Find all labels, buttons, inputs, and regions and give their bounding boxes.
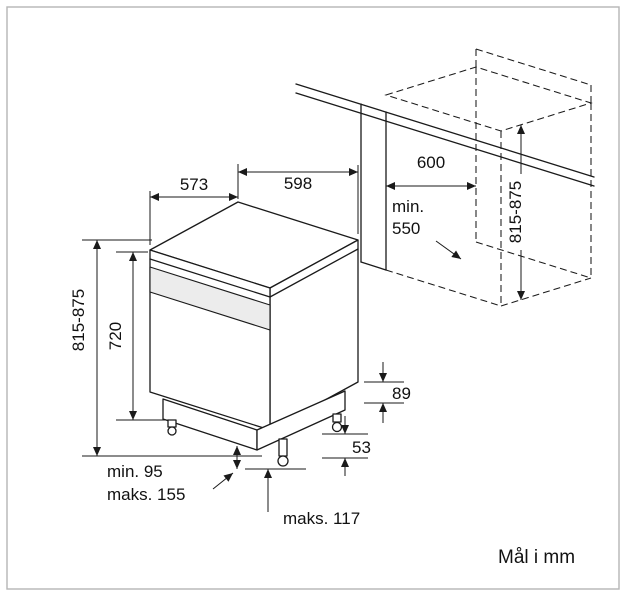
foot-left bbox=[167, 426, 177, 436]
diagram-border bbox=[6, 6, 620, 590]
dim-label-720: 720 bbox=[106, 322, 125, 350]
dim-label-573: 573 bbox=[180, 175, 208, 194]
niche-dashed-outline bbox=[384, 48, 593, 307]
dim-rear-foot-53: 53 bbox=[322, 416, 371, 476]
foot-front-stem bbox=[278, 438, 288, 457]
units-caption: Mål i mm bbox=[498, 547, 575, 568]
dim-label-117: maks. 117 bbox=[283, 509, 360, 528]
dim-label-height-right: 815-875 bbox=[506, 181, 525, 243]
dim-niche-depth-550: min. 550 bbox=[392, 197, 462, 260]
dim-label-550: 550 bbox=[392, 219, 420, 238]
dim-height-left-815-875: 815-875 bbox=[69, 239, 262, 457]
dim-rear-clearance-89: 89 bbox=[364, 362, 411, 423]
foot-left-stem bbox=[167, 419, 177, 428]
dim-door-height-720: 720 bbox=[106, 251, 170, 421]
dim-label-598: 598 bbox=[284, 174, 312, 193]
dim-label-53: 53 bbox=[352, 438, 371, 457]
dim-label-600: 600 bbox=[417, 153, 445, 172]
dishwasher-body bbox=[149, 201, 359, 451]
dim-width-598: 598 bbox=[238, 165, 359, 234]
adjustable-feet bbox=[167, 413, 343, 467]
dim-label-min: min. bbox=[392, 197, 424, 216]
dim-label-foot-min: min. 95 bbox=[107, 462, 163, 481]
niche-side-wall bbox=[360, 103, 387, 271]
foot-front bbox=[277, 455, 289, 467]
control-panel-band bbox=[149, 266, 271, 331]
dim-label-89: 89 bbox=[392, 384, 411, 403]
foot-rear-stem bbox=[332, 413, 342, 423]
foot-rear bbox=[331, 421, 343, 433]
dim-niche-width-600: 600 bbox=[386, 153, 476, 190]
countertop bbox=[295, 83, 595, 187]
dim-plinth-max-117: maks. 117 bbox=[264, 469, 360, 528]
dim-label-foot-max: maks. 155 bbox=[107, 485, 185, 504]
dim-foot-range: min. 95 maks. 155 bbox=[107, 446, 306, 504]
plinth-side bbox=[256, 390, 346, 451]
dim-label-height-left: 815-875 bbox=[69, 289, 88, 351]
dim-height-right-815-875: 815-875 bbox=[506, 125, 525, 300]
